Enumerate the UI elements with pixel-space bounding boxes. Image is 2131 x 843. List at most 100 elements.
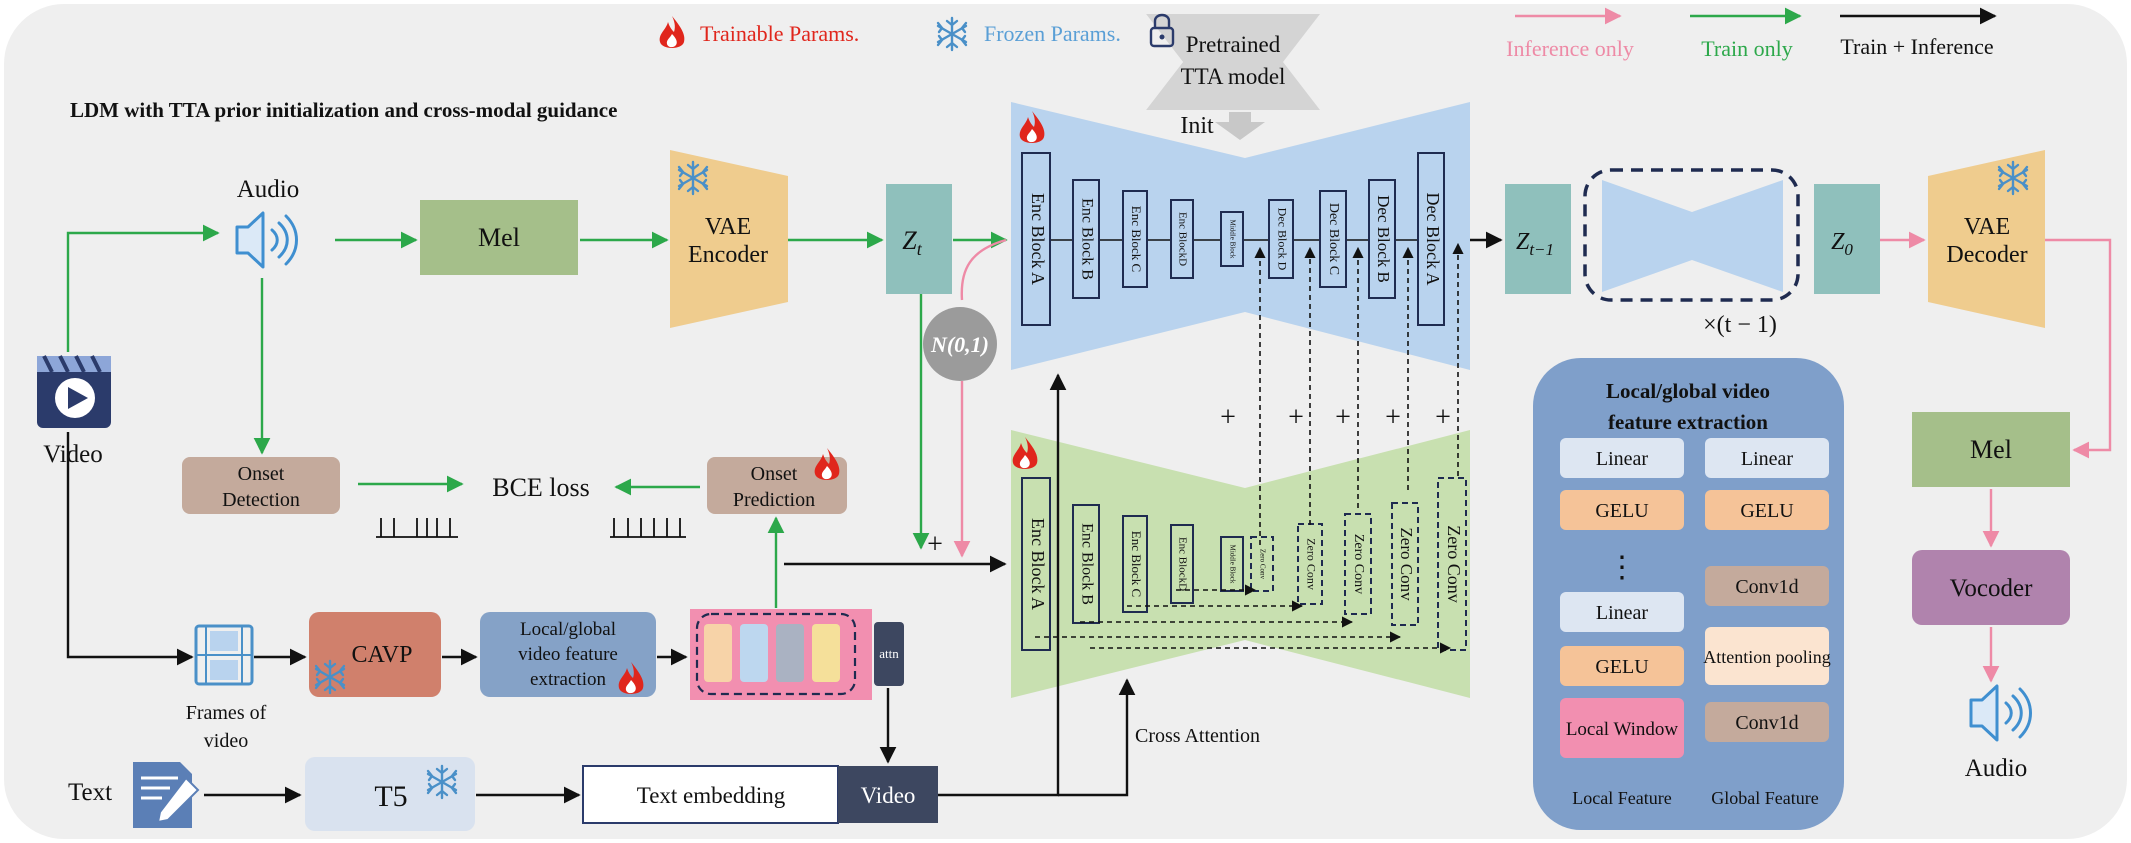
train-arrows (66, 224, 1008, 608)
unet-block: Enc Block B (1072, 504, 1100, 624)
unet-block-label: Middle Block (1228, 220, 1236, 259)
zt-box (886, 184, 952, 294)
speaker-icon (235, 211, 298, 269)
feature-layer-label: GELU (1740, 500, 1794, 522)
init-label: Init (1180, 113, 1214, 139)
plus-sign: + (1385, 402, 1401, 433)
unet-block-box (1021, 477, 1051, 651)
text-embedding-box (582, 765, 839, 824)
pretrained-model-shape (1146, 14, 1320, 110)
feature-layer-label: Linear (1596, 448, 1649, 470)
init-arrow (1215, 112, 1265, 140)
unet-block: Enc Block A (1021, 477, 1051, 651)
unet-block-label: Enc Block A (1028, 518, 1048, 610)
unet-block-label: Zero Conv (1351, 534, 1366, 594)
inference-arrows (953, 231, 2112, 683)
unet-block: Enc Block C (1122, 515, 1148, 613)
attn-box (874, 622, 904, 686)
unet-block-label: Zero Conv (1444, 525, 1464, 602)
vae-decoder-shape (1928, 150, 2045, 328)
text-embedding-label: Text embedding (637, 783, 786, 808)
unet-block-box (1072, 504, 1100, 624)
unet-block: Zero Conv (1297, 523, 1323, 605)
zt-label: Zt (902, 226, 922, 259)
diagram-title: LDM with TTA prior initialization and cr… (70, 98, 617, 122)
unet-block-box (1391, 502, 1419, 626)
repeat-box (1583, 168, 1800, 302)
unet-block-label: Dec Block D (1275, 208, 1289, 271)
feature-layer-label: ⋮ (1607, 551, 1637, 584)
bce-loss-label: BCE loss (492, 473, 590, 502)
plus-sign: + (1435, 402, 1451, 433)
vae-encoder-label-1: VAE (705, 214, 751, 240)
onset-signal-icon (376, 518, 458, 538)
zt1-label: Zt−1 (1516, 229, 1554, 259)
unet-block-box (1437, 477, 1467, 651)
feature-token (740, 624, 768, 682)
unet-block-label: Dec Block C (1326, 203, 1341, 275)
unet-block: Zero Conv (1344, 513, 1372, 615)
feature-layer-label: Conv1d (1735, 576, 1798, 598)
mini-unet-shape (1602, 180, 1783, 292)
unet-block-label: Enc BlockD (1176, 537, 1188, 591)
global-feature-caption: Global Feature (1711, 788, 1818, 808)
unet-block-label: Enc Block B (1078, 198, 1095, 280)
noise-label: N(0,1) (930, 332, 989, 357)
legend-train-inference-label: Train + Inference (1840, 34, 1993, 59)
mel-top-box (420, 200, 578, 275)
vae-decoder-label-1: VAE (1964, 214, 2010, 240)
unet-block-box (1170, 524, 1194, 604)
vocoder-box (1912, 550, 2070, 625)
unet-block-box (1250, 536, 1274, 592)
frames-label-1: Frames of (186, 702, 267, 724)
onset-prediction-label-2: Prediction (733, 489, 815, 511)
vae-encoder-shape (670, 150, 788, 328)
plus-signs: + + + + + + (927, 402, 1451, 560)
feature-extraction-label-3: extraction (530, 669, 606, 690)
feature-layer-box (1705, 702, 1829, 742)
feature-token (704, 624, 732, 682)
film-frames-icon (194, 624, 254, 686)
attn-label: attn (879, 646, 899, 661)
vocoder-label: Vocoder (1950, 575, 2034, 602)
cross-attention-label: Cross Attention (1135, 725, 1260, 747)
unet-block-box (1368, 179, 1396, 299)
unet-bottom-blocks: Enc Block A Enc Block B Enc Block C Enc Blo… (1021, 477, 1467, 651)
pretrained-label: Pretrained (1186, 32, 1281, 57)
unet-block-box (1220, 211, 1244, 267)
legend: Trainable Params. Frozen Params. Pretrai… (659, 7, 1997, 110)
onset-detection-label-2: Detection (222, 489, 300, 511)
legend-train-label: Train only (1701, 36, 1792, 61)
feature-layer-label: Conv1d (1735, 712, 1798, 734)
unet-block-label: Zero Conv (1397, 527, 1416, 601)
unet-block: Middle Block (1220, 536, 1244, 592)
unet-block-box (1417, 152, 1445, 326)
unet-block-label: Middle Block (1228, 545, 1236, 584)
unet-block-box (1170, 199, 1194, 279)
vae-decoder-label-2: Decoder (1946, 242, 2027, 268)
feature-panel-title-2: feature extraction (1608, 410, 1768, 434)
speaker-icon (1969, 684, 2032, 742)
feature-extraction-label-2: video feature (518, 644, 618, 665)
unet-block-label: Enc BlockD (1176, 212, 1188, 266)
unet-block: Dec Block D (1268, 199, 1294, 279)
z0-label: Z0 (1831, 229, 1853, 259)
legend-trainable: Trainable Params. (700, 21, 859, 46)
unet-block-label: Zero Conv (1304, 538, 1318, 590)
frames-label-2: video (204, 730, 248, 752)
unet-block: Zero Conv (1391, 502, 1419, 626)
feature-layer-box (1705, 438, 1829, 478)
video-token-box (838, 766, 938, 823)
feature-layer-label: Attention pooling (1703, 647, 1831, 667)
onset-detection-box (182, 457, 340, 514)
unet-block: Dec Block A (1417, 152, 1445, 326)
unet-block-label: Dec Block A (1423, 193, 1443, 286)
plus-sign: + (1335, 402, 1351, 433)
feature-layer-box (1560, 698, 1684, 758)
unet-block-box (1072, 179, 1100, 299)
feature-layer-box (1705, 627, 1829, 685)
audio-input-label: Audio (237, 176, 300, 203)
